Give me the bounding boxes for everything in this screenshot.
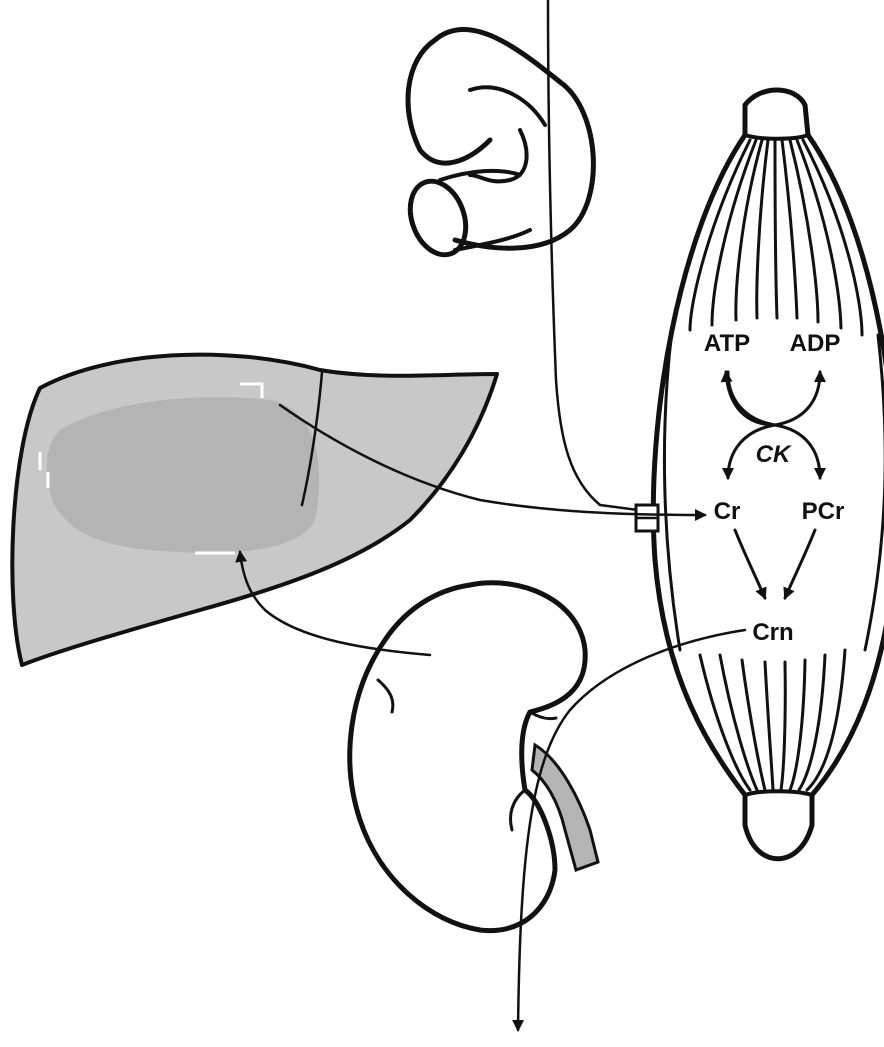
label-crn: Crn: [752, 619, 793, 646]
ck-cycle: CK: [726, 372, 820, 478]
label-pcr: PCr: [802, 498, 845, 525]
arrow-crn-to-excretion: [518, 630, 745, 1030]
liver-icon: [12, 355, 497, 665]
label-adp: ADP: [790, 330, 841, 357]
muscle-fibers-top: [690, 140, 862, 335]
label-ck: CK: [756, 441, 792, 468]
label-cr: Cr: [714, 498, 741, 525]
label-atp: ATP: [704, 330, 750, 357]
blood-vessel-line: [548, 0, 638, 510]
muscle-icon: CK ATP ADP Cr PCr Crn: [653, 90, 884, 859]
muscle-fibers-bottom: [700, 650, 845, 790]
kidney-icon: [350, 583, 598, 931]
pancreas-icon: [401, 29, 594, 262]
